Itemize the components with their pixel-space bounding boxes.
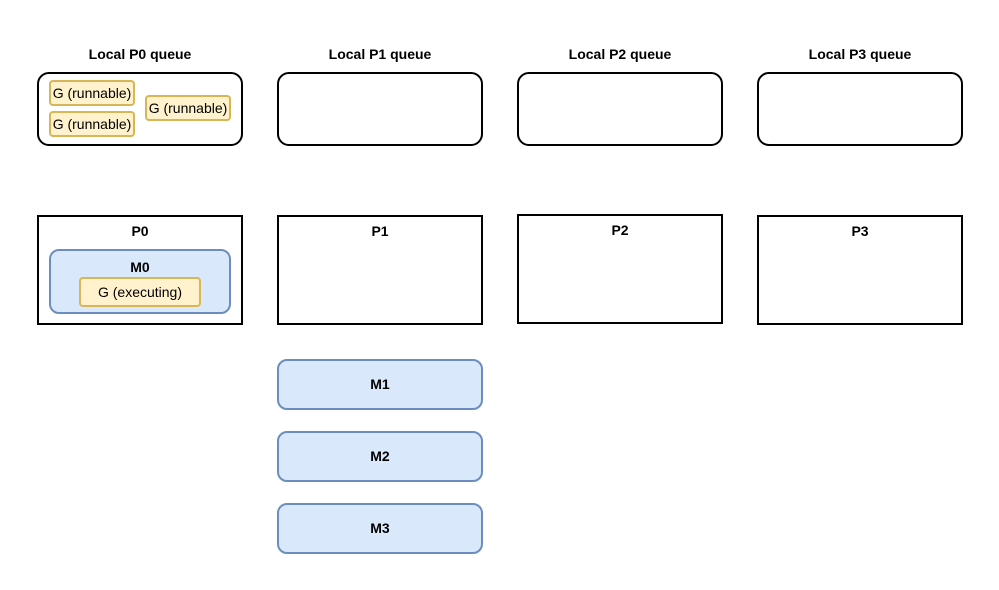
local-queue-p1	[277, 72, 483, 146]
processor-p1: P1	[277, 215, 483, 325]
goroutine-runnable: G (runnable)	[49, 111, 135, 137]
processor-p3: P3	[757, 215, 963, 325]
processor-label: P0	[131, 223, 149, 239]
processor-p2: P2	[517, 214, 723, 324]
goroutine-runnable: G (runnable)	[145, 95, 231, 121]
queue-title-p1: Local P1 queue	[328, 46, 432, 62]
local-queue-p2	[517, 72, 723, 146]
machine-m2: M2	[277, 431, 483, 482]
machine-m1: M1	[277, 359, 483, 410]
goroutine-executing: G (executing)	[79, 277, 201, 307]
queue-title-p0: Local P0 queue	[88, 46, 192, 62]
processor-label: P2	[611, 222, 629, 238]
local-queue-p3	[757, 72, 963, 146]
processor-label: P3	[851, 223, 869, 239]
queue-title-p3: Local P3 queue	[808, 46, 912, 62]
machine-label: M0	[130, 259, 150, 275]
machine-m3: M3	[277, 503, 483, 554]
processor-label: P1	[371, 223, 389, 239]
goroutine-runnable: G (runnable)	[49, 80, 135, 106]
queue-title-p2: Local P2 queue	[568, 46, 672, 62]
